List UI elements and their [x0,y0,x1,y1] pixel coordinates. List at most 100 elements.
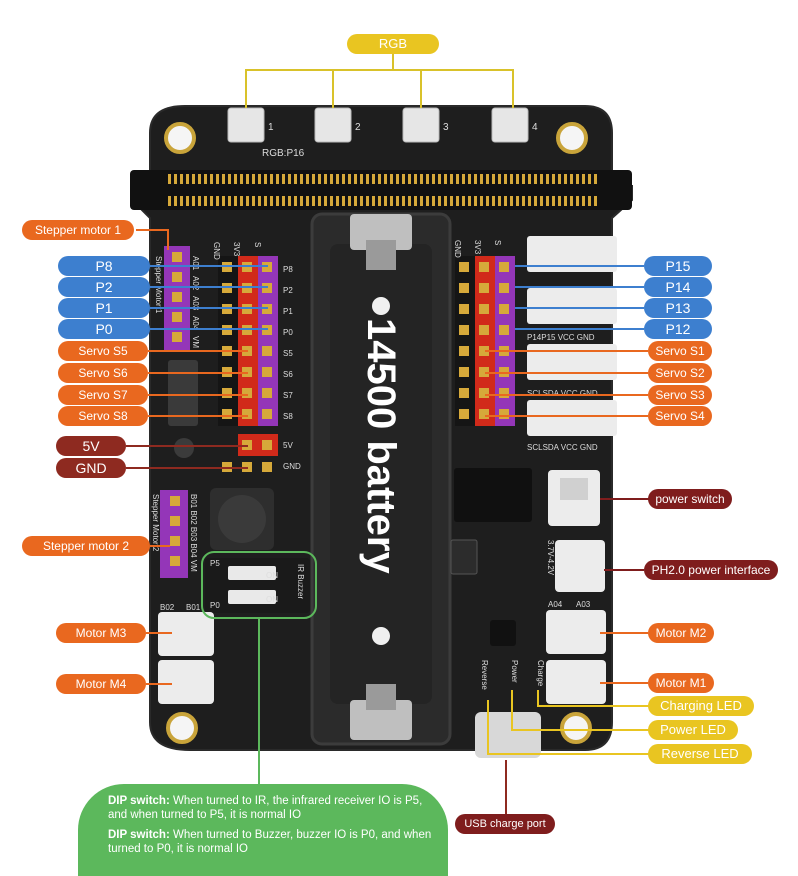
pin [174,196,177,206]
battery-holder [310,212,452,746]
pin [262,388,272,398]
dip-green-highlight [201,551,317,786]
servo-s5-label: Servo S5 [58,341,148,361]
pin [270,196,273,206]
pin [420,174,423,184]
pin [444,196,447,206]
pin [450,196,453,206]
pin [402,174,405,184]
silk-reverse: Reverse [480,660,489,690]
silk-gnd-right: GND [453,240,462,258]
silk-pin-p1: P1 [283,307,293,316]
pin [262,409,272,419]
pin [570,174,573,184]
pin [282,174,285,184]
pin [336,174,339,184]
pin [402,196,405,206]
pin [474,174,477,184]
pin [246,196,249,206]
pin [262,346,272,356]
5v-label: 5V [56,436,126,456]
pin [479,262,489,272]
pin [294,174,297,184]
pin [170,516,180,526]
silk-a04: A04 [191,316,200,331]
silk-a03: A03 [191,296,200,311]
pin [426,174,429,184]
right-header-pins [459,262,509,419]
servo-s6-label: Servo S6 [58,363,148,383]
pin [172,332,182,342]
silk-on-2: ON [266,595,278,604]
pin [558,196,561,206]
pin [456,196,459,206]
pin [342,174,345,184]
pin [180,174,183,184]
p13-label: P13 [644,298,712,318]
pin [262,367,272,377]
servo-s8-label: Servo S8 [58,406,148,426]
pin [459,304,469,314]
pin [270,174,273,184]
motor-m3-label: Motor M3 [56,623,146,643]
pin [170,496,180,506]
pin [510,196,513,206]
pin [438,196,441,206]
pin [459,346,469,356]
pin [294,196,297,206]
silk-pin-p0: P0 [283,328,293,337]
pin [222,409,232,419]
pin [594,196,597,206]
pin [576,196,579,206]
pin [456,174,459,184]
pin [426,196,429,206]
pin [210,174,213,184]
p15-label: P15 [644,256,712,276]
pin [330,196,333,206]
silk-stepper2: Stepper Motor 2 [151,494,160,552]
pin [170,536,180,546]
pin [564,196,567,206]
mounting-holes [164,122,592,744]
left-pin-headers [160,246,278,578]
pin [552,174,555,184]
silk-p5: P5 [210,559,220,568]
pin [252,196,255,206]
pin [444,174,447,184]
pin [516,196,519,206]
pin [336,196,339,206]
pin [534,196,537,206]
pin [242,388,252,398]
p12-label: P12 [644,319,712,339]
pin [588,174,591,184]
silk-a03-right: A03 [576,600,591,609]
pin [204,196,207,206]
silk-vm: VM [191,336,200,348]
pin [588,196,591,206]
pin [342,196,345,206]
pin [546,196,549,206]
power-led-label: Power LED [648,720,738,740]
silk-a02: A02 [191,276,200,291]
pin [222,174,225,184]
silk-p0: P0 [210,601,220,610]
silk-pin-s8: S8 [283,412,293,421]
pin [492,174,495,184]
pin [354,174,357,184]
pin [459,367,469,377]
pin [390,174,393,184]
usb-charge-port-label: USB charge port [455,814,555,834]
silk-pin-p2: P2 [283,286,293,295]
led-num-2: 2 [355,122,361,133]
silk-ph-volt: 3.7V-4.2V [546,540,555,576]
pin [450,174,453,184]
pin [242,409,252,419]
pin [582,196,585,206]
pin [216,174,219,184]
servo-s4-label: Servo S4 [648,406,712,426]
charging-led-label: Charging LED [648,696,754,716]
pin [462,174,465,184]
pin [499,409,509,419]
pin [420,196,423,206]
pin [378,196,381,206]
